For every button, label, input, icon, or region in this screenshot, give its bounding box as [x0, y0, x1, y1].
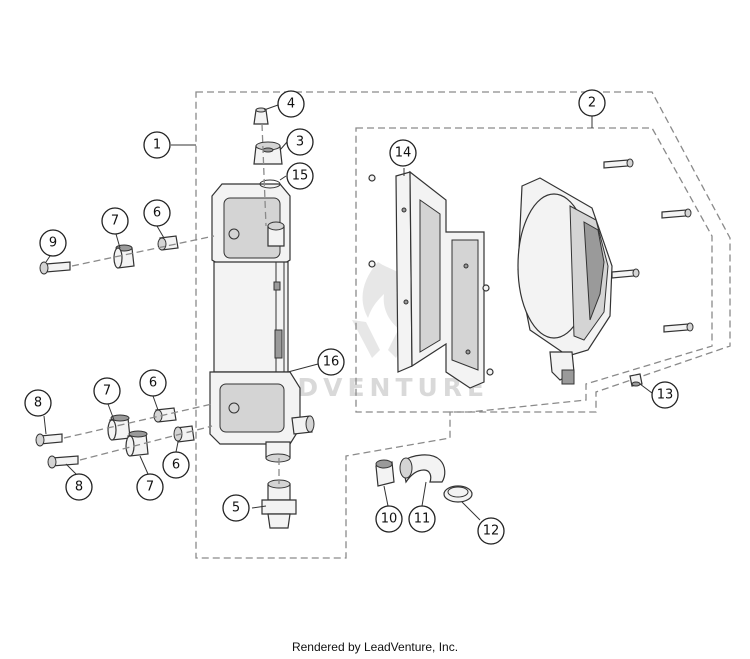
callout-16: 16: [317, 348, 345, 376]
axis-line-lower-a: [63, 403, 213, 439]
part-10-cap: [375, 459, 395, 487]
callout-6-upper: 6: [143, 199, 171, 227]
svg-text:8: 8: [75, 480, 83, 495]
part-6-bushing-lower-b: [173, 425, 195, 443]
svg-text:16: 16: [323, 355, 340, 370]
svg-text:1: 1: [153, 138, 161, 153]
leader-lines: [43, 104, 653, 521]
part-8-bolt-b: [47, 455, 79, 469]
svg-text:5: 5: [232, 501, 240, 516]
part-11-hose: [399, 454, 446, 484]
svg-text:6: 6: [149, 376, 157, 391]
svg-text:2: 2: [588, 96, 596, 111]
svg-text:6: 6: [153, 206, 161, 221]
callout-15: 15: [286, 162, 314, 190]
callout-5: 5: [222, 494, 250, 522]
callout-10: 10: [375, 505, 403, 533]
part-4-cap: [253, 107, 269, 125]
callout-8-upper: 8: [24, 389, 52, 417]
callout-6-lower: 6: [162, 451, 190, 479]
svg-text:11: 11: [414, 512, 431, 527]
radiator: [209, 183, 315, 463]
callout-6-middle: 6: [139, 369, 167, 397]
group-outline-2: [355, 127, 713, 413]
part-13-clip: [629, 373, 643, 387]
svg-text:15: 15: [292, 169, 309, 184]
svg-text:14: 14: [395, 146, 412, 161]
part-15-o-ring: [259, 179, 281, 189]
svg-text:9: 9: [49, 236, 57, 251]
part-12-clamp: [443, 485, 473, 503]
callout-1: 1: [143, 131, 171, 159]
svg-text:7: 7: [111, 214, 119, 229]
svg-text:13: 13: [657, 388, 674, 403]
callout-7-middle: 7: [93, 377, 121, 405]
part-9-bolt: [39, 261, 71, 275]
callout-13: 13: [651, 381, 679, 409]
callout-11: 11: [408, 505, 436, 533]
svg-text:8: 8: [34, 396, 42, 411]
callout-14: 14: [389, 139, 417, 167]
svg-text:10: 10: [381, 512, 398, 527]
part-8-bolt-a: [35, 433, 63, 447]
part-6-bushing-upper: [157, 235, 179, 251]
render-credit: Rendered by LeadVenture, Inc.: [291, 640, 459, 654]
part-3-filler: [253, 141, 283, 165]
axis-line-cap: [261, 123, 267, 227]
callout-3: 3: [286, 128, 314, 156]
callout-7-lower: 7: [136, 473, 164, 501]
svg-text:6: 6: [172, 458, 180, 473]
callout-12: 12: [477, 517, 505, 545]
axis-line-upper: [71, 235, 215, 267]
svg-text:4: 4: [287, 97, 295, 112]
part-5-fitting: [261, 479, 297, 529]
part-14-shroud: [368, 170, 494, 389]
callout-2: 2: [578, 89, 606, 117]
svg-text:3: 3: [296, 135, 304, 150]
axis-line-lower-b: [79, 425, 213, 461]
callout-4: 4: [277, 90, 305, 118]
svg-text:7: 7: [146, 480, 154, 495]
svg-text:12: 12: [483, 524, 500, 539]
callout-7-upper: 7: [101, 207, 129, 235]
callout-8-lower: 8: [65, 473, 93, 501]
part-2-fan: [517, 177, 613, 385]
part-fan-screws: [603, 158, 694, 333]
callout-9: 9: [39, 229, 67, 257]
part-7-grommet-lower-a: [107, 414, 131, 441]
svg-text:7: 7: [103, 384, 111, 399]
